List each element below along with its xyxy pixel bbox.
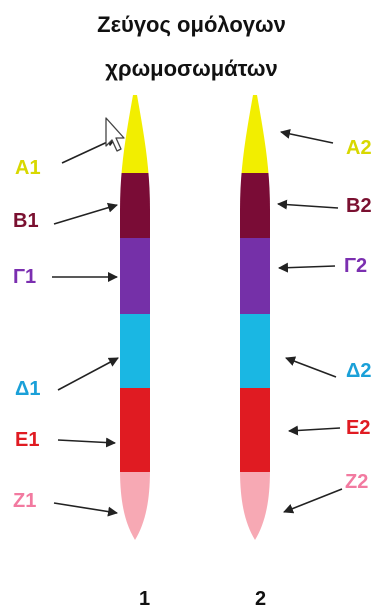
arrow-b2 xyxy=(277,199,339,210)
chromosome-number-2: 2 xyxy=(255,588,267,610)
label-g1: Γ1 xyxy=(13,266,37,288)
chr1-segment-z1 xyxy=(120,472,150,540)
label-g2: Γ2 xyxy=(344,255,368,277)
arrow-z2 xyxy=(283,488,343,514)
label-z2: Ζ2 xyxy=(345,471,369,493)
chr2-segment-d2 xyxy=(240,314,270,388)
arrow-e1 xyxy=(57,437,116,448)
arrow-a2 xyxy=(280,128,334,144)
chromosome-1 xyxy=(120,95,150,540)
chr1-segment-g1 xyxy=(120,238,150,314)
label-b2: Β2 xyxy=(346,195,372,217)
diagram-title-line1: Ζεύγος ομόλογων xyxy=(97,12,286,37)
chromosome-number-1: 1 xyxy=(139,588,151,610)
arrow-d2 xyxy=(285,356,337,378)
mouse-pointer-icon xyxy=(105,117,125,152)
label-a1: Α1 xyxy=(15,157,41,179)
label-d2: Δ2 xyxy=(346,360,372,382)
chr1-segment-b1 xyxy=(120,173,150,238)
label-b1: Β1 xyxy=(13,210,39,232)
arrow-e2 xyxy=(288,425,341,436)
chr2-segment-e2 xyxy=(240,388,270,472)
label-e1: Ε1 xyxy=(15,429,40,451)
chromosome-2 xyxy=(240,95,270,540)
diagram-title-line2: χρωμοσωμάτων xyxy=(105,56,278,81)
arrow-d1 xyxy=(57,357,119,391)
arrow-g2 xyxy=(278,262,336,273)
label-d1: Δ1 xyxy=(15,378,41,400)
chr1-segment-e1 xyxy=(120,388,150,472)
arrow-b1 xyxy=(53,202,118,225)
label-a2: Α2 xyxy=(346,137,372,159)
arrow-z1 xyxy=(53,502,118,517)
chr2-segment-a2 xyxy=(240,95,270,173)
label-z1: Ζ1 xyxy=(13,490,37,512)
chr1-segment-d1 xyxy=(120,314,150,388)
chr2-segment-g2 xyxy=(240,238,270,314)
label-e2: Ε2 xyxy=(346,417,371,439)
chr2-segment-z2 xyxy=(240,472,270,540)
chr2-segment-b2 xyxy=(240,173,270,238)
